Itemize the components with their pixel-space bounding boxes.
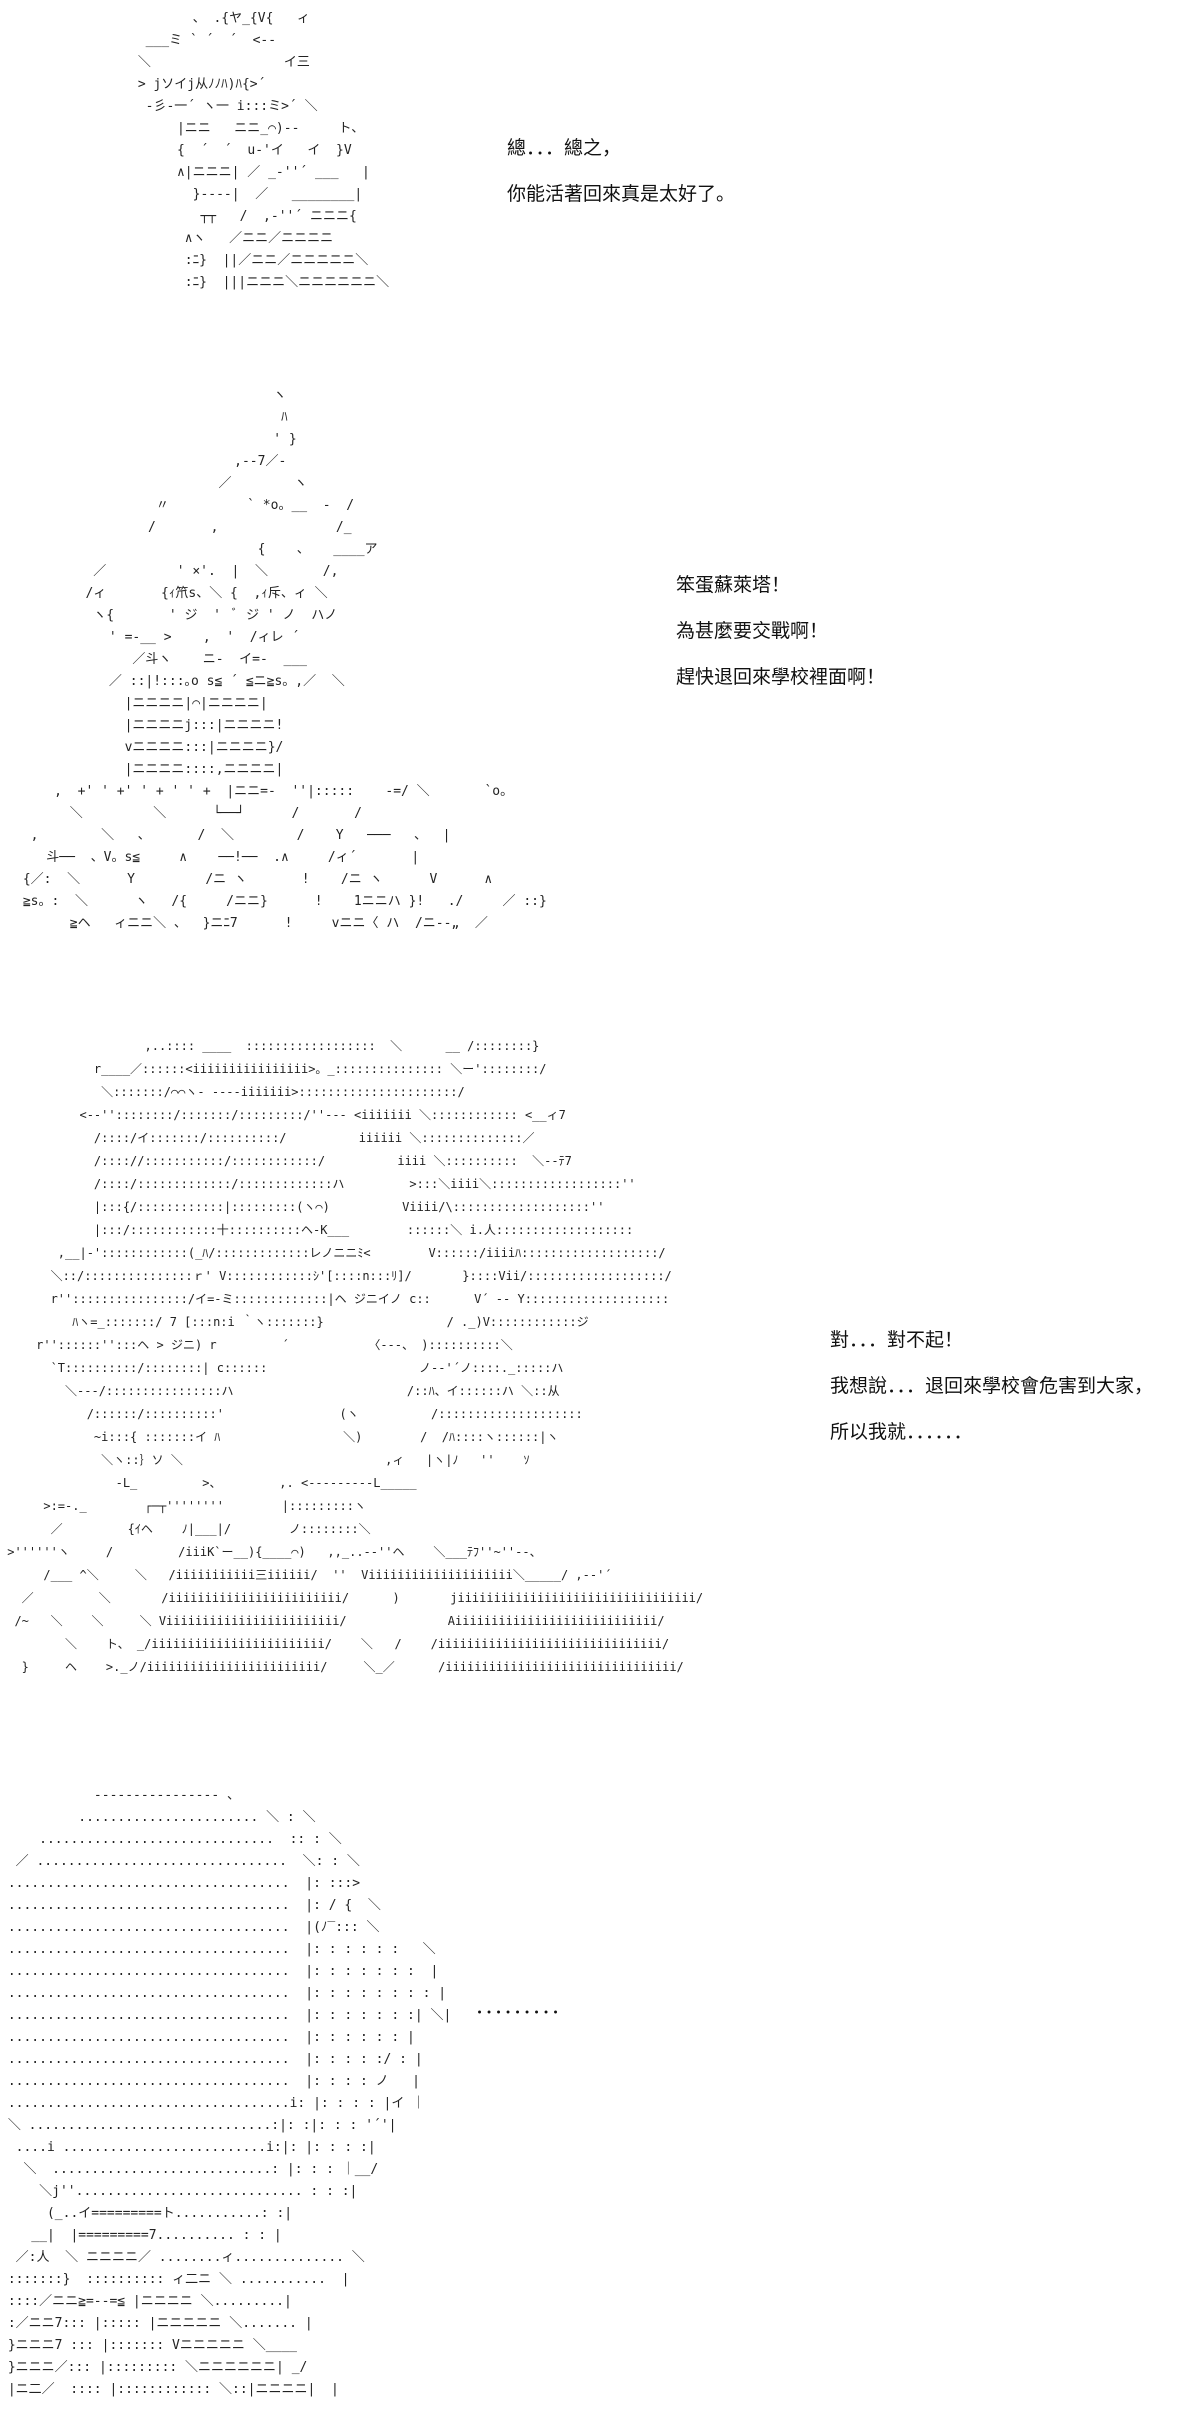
dialogue-panel-2: 笨蛋蘇萊塔！ 為甚麼要交戰啊！ 趕快退回來學校裡面啊！: [676, 573, 885, 711]
dialogue-line: 我想說．．．退回來學校會危害到大家，: [830, 1375, 1154, 1397]
dialogue-line: ．．．．．．．．．: [475, 1996, 571, 2018]
ascii-art-panel-4: ---------------- 、 .....................…: [7, 1788, 452, 2397]
ascii-art-panel-3: ,..:::: ____ :::::::::::::::::: ＼ __ /::…: [7, 1039, 704, 1674]
dialogue-panel-1: 總．．．總之， 你能活著回來真是太好了。: [507, 136, 735, 228]
dialogue-line: 對．．．對不起！: [830, 1329, 964, 1351]
dialogue-line: 趕快退回來學校裡面啊！: [676, 666, 886, 688]
dialogue-line: 你能活著回來真是太好了。: [507, 183, 736, 205]
dialogue-panel-3: 對．．．對不起！ 我想說．．．退回來學校會危害到大家， 所以我就．．．．．．: [830, 1328, 1153, 1466]
ascii-art-panel-2: ヽ ﾊ ' } ,--7／- ／ ヽ 〃 ` *o。__ - /: [22, 388, 547, 931]
ascii-art-panel-1: 、 .{ヤ_{V{ ィ ___ミ ` ´ ´ <-- ＼ イ三 > jソイj从ﾉ…: [137, 11, 390, 290]
dialogue-panel-4: ．．．．．．．．．: [475, 1995, 570, 2041]
dialogue-line: 為甚麼要交戰啊！: [676, 620, 829, 642]
dialogue-line: 笨蛋蘇萊塔！: [676, 574, 791, 596]
dialogue-line: 所以我就．．．．．．: [830, 1421, 973, 1443]
dialogue-line: 總．．．總之，: [507, 137, 622, 159]
